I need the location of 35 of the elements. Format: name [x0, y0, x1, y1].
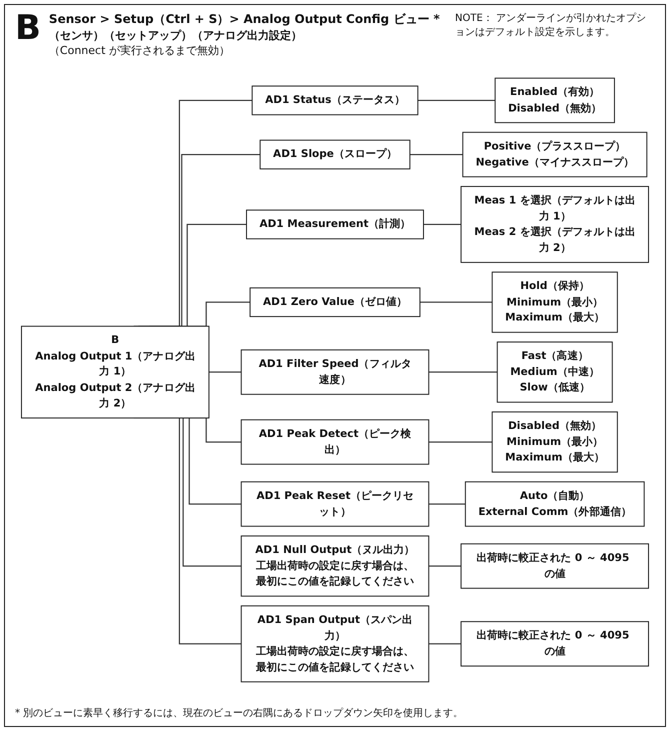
node-box: AD1 Measurement（計測） — [246, 210, 424, 240]
node-box: AD1 Peak Detect（ピーク検出） — [240, 419, 430, 465]
node-box: AD1 Null Output（ヌル出力） 工場出荷時の設定に戻す場合は、最初にこの値を記録してください — [240, 535, 430, 597]
node-box: Fast（高速） Medium（中速） Slow（低速） — [496, 342, 613, 403]
connector — [410, 154, 463, 156]
node-box: 出荷時に較正された 0 ～ 4095 の値 — [460, 621, 650, 667]
node-box: Disabled（無効） Minimum（最小） Maximum（最大） — [492, 411, 618, 473]
connector — [428, 566, 462, 567]
node-box: AD1 Zero Value（ゼロ値） — [250, 287, 420, 318]
node-box: B Analog Output 1（アナログ出力 1） Analog Output 2（アナログ出力 2） — [20, 326, 210, 418]
connector — [428, 643, 462, 644]
node-box: AD1 Slope（スロープ） — [260, 140, 410, 170]
note-text: NOTE： アンダーラインが引かれたオプションはデフォルト設定を示します。 — [455, 12, 647, 39]
connector — [428, 441, 492, 443]
node-box: Hold（保持） Minimum（最小） Maximum（最大） — [492, 272, 618, 333]
connector — [424, 224, 462, 225]
node-box: AD1 Span Output（スパン出力） 工場出荷時の設定に戻す場合は、最初にこの値を記録してください — [240, 605, 430, 682]
node-box: AD1 Filter Speed（フィルタ速度） — [240, 349, 430, 395]
connector — [208, 372, 242, 373]
connector — [428, 372, 498, 373]
section-letter: B — [15, 11, 41, 45]
subtitle: （センサ）（セットアップ）（アナログ出力設定） — [48, 28, 303, 43]
title: Sensor > Setup（Ctrl + S）> Analog Output Config ビュー * — [48, 11, 441, 28]
node-box: AD1 Status（ステータス） — [252, 86, 418, 116]
node-box: Enabled（有効） Disabled（無効） — [494, 78, 615, 124]
node-box: 出荷時に較正された 0 ～ 4095 の値 — [460, 543, 650, 589]
note-text: （Connect が実行されるまで無効） — [48, 43, 231, 58]
node-box: Meas 1 を選択（デフォルトは出力 1） Meas 2 を選択（デフォルトは出力 2） — [460, 186, 650, 263]
node-box: Positive（プラススロープ） Negative（マイナススロープ） — [462, 132, 648, 178]
connector — [418, 100, 496, 101]
connector — [420, 302, 492, 303]
connector — [428, 503, 466, 505]
footnote: * 別のビューに素早く移行するには、現在のビューの右隅にあるドロップダウン矢印を使用します。 — [15, 706, 464, 720]
node-box: Auto（自動） External Comm（外部通信） — [464, 481, 645, 527]
node-box: AD1 Peak Reset（ピークリセット） — [240, 481, 430, 527]
